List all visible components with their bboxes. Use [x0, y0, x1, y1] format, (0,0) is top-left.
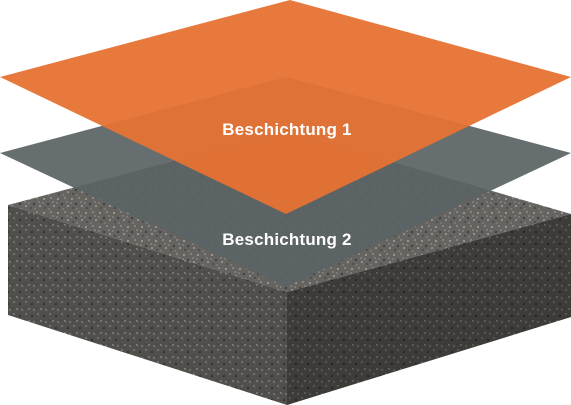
coating-layer-1-label: Beschichtung 1	[222, 120, 351, 139]
coating-layer-1	[0, 0, 571, 214]
coating-layer-2-label: Beschichtung 2	[222, 230, 351, 249]
substrate-right-face	[287, 214, 571, 405]
substrate-left-face	[8, 205, 287, 405]
substrate-left-shade	[8, 205, 287, 405]
substrate-right-shade	[287, 214, 571, 405]
